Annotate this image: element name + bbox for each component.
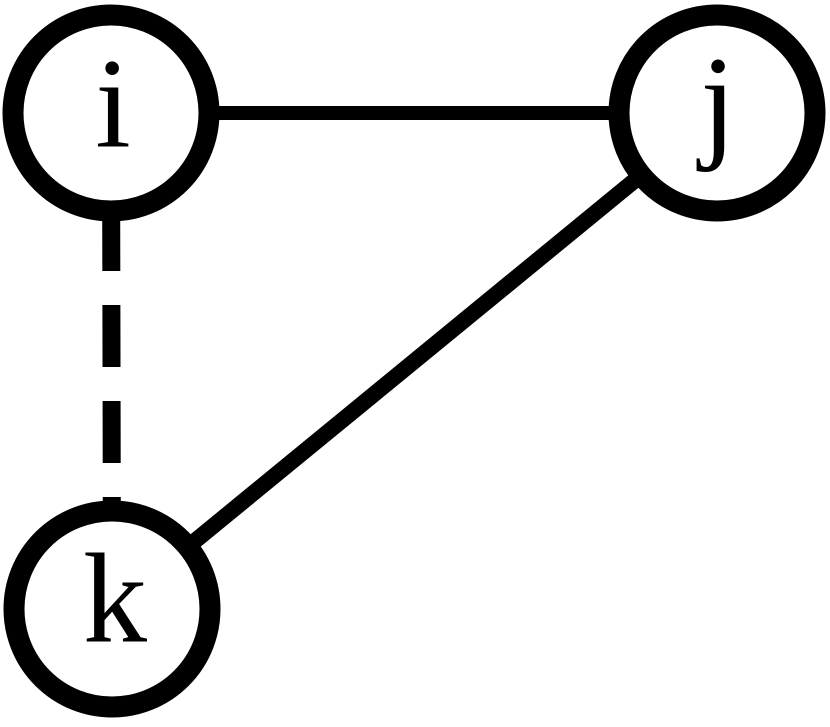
node-j-label: j	[696, 30, 736, 172]
node-k-circle[interactable]	[3, 500, 221, 718]
edge-layer	[102, 106, 723, 616]
node-layer: i j k	[2, 4, 826, 718]
node-i-label: i	[95, 32, 131, 174]
node-k[interactable]: k	[3, 500, 221, 718]
node-k-label: k	[83, 527, 147, 669]
edge-j-k[interactable]	[106, 106, 723, 616]
node-j-circle[interactable]	[608, 4, 826, 222]
node-i-circle[interactable]	[2, 4, 220, 222]
node-j[interactable]: j	[608, 4, 826, 222]
node-i[interactable]: i	[2, 4, 220, 222]
